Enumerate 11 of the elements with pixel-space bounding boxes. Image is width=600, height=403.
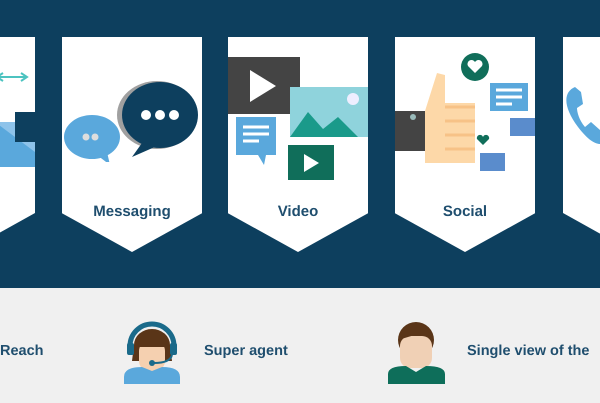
feature-label: Single view of the	[467, 343, 590, 359]
feature-label: Reach	[0, 343, 44, 359]
feature-label: Super agent	[204, 343, 288, 359]
card-title: Social	[442, 203, 488, 220]
pennant-card	[563, 37, 600, 234]
pennant-card	[395, 37, 535, 252]
card-title: Messaging	[92, 203, 172, 220]
pennant-card	[0, 37, 35, 233]
pennant-card	[228, 37, 368, 252]
pennant-card	[62, 37, 202, 252]
card-title: Video	[276, 203, 320, 220]
